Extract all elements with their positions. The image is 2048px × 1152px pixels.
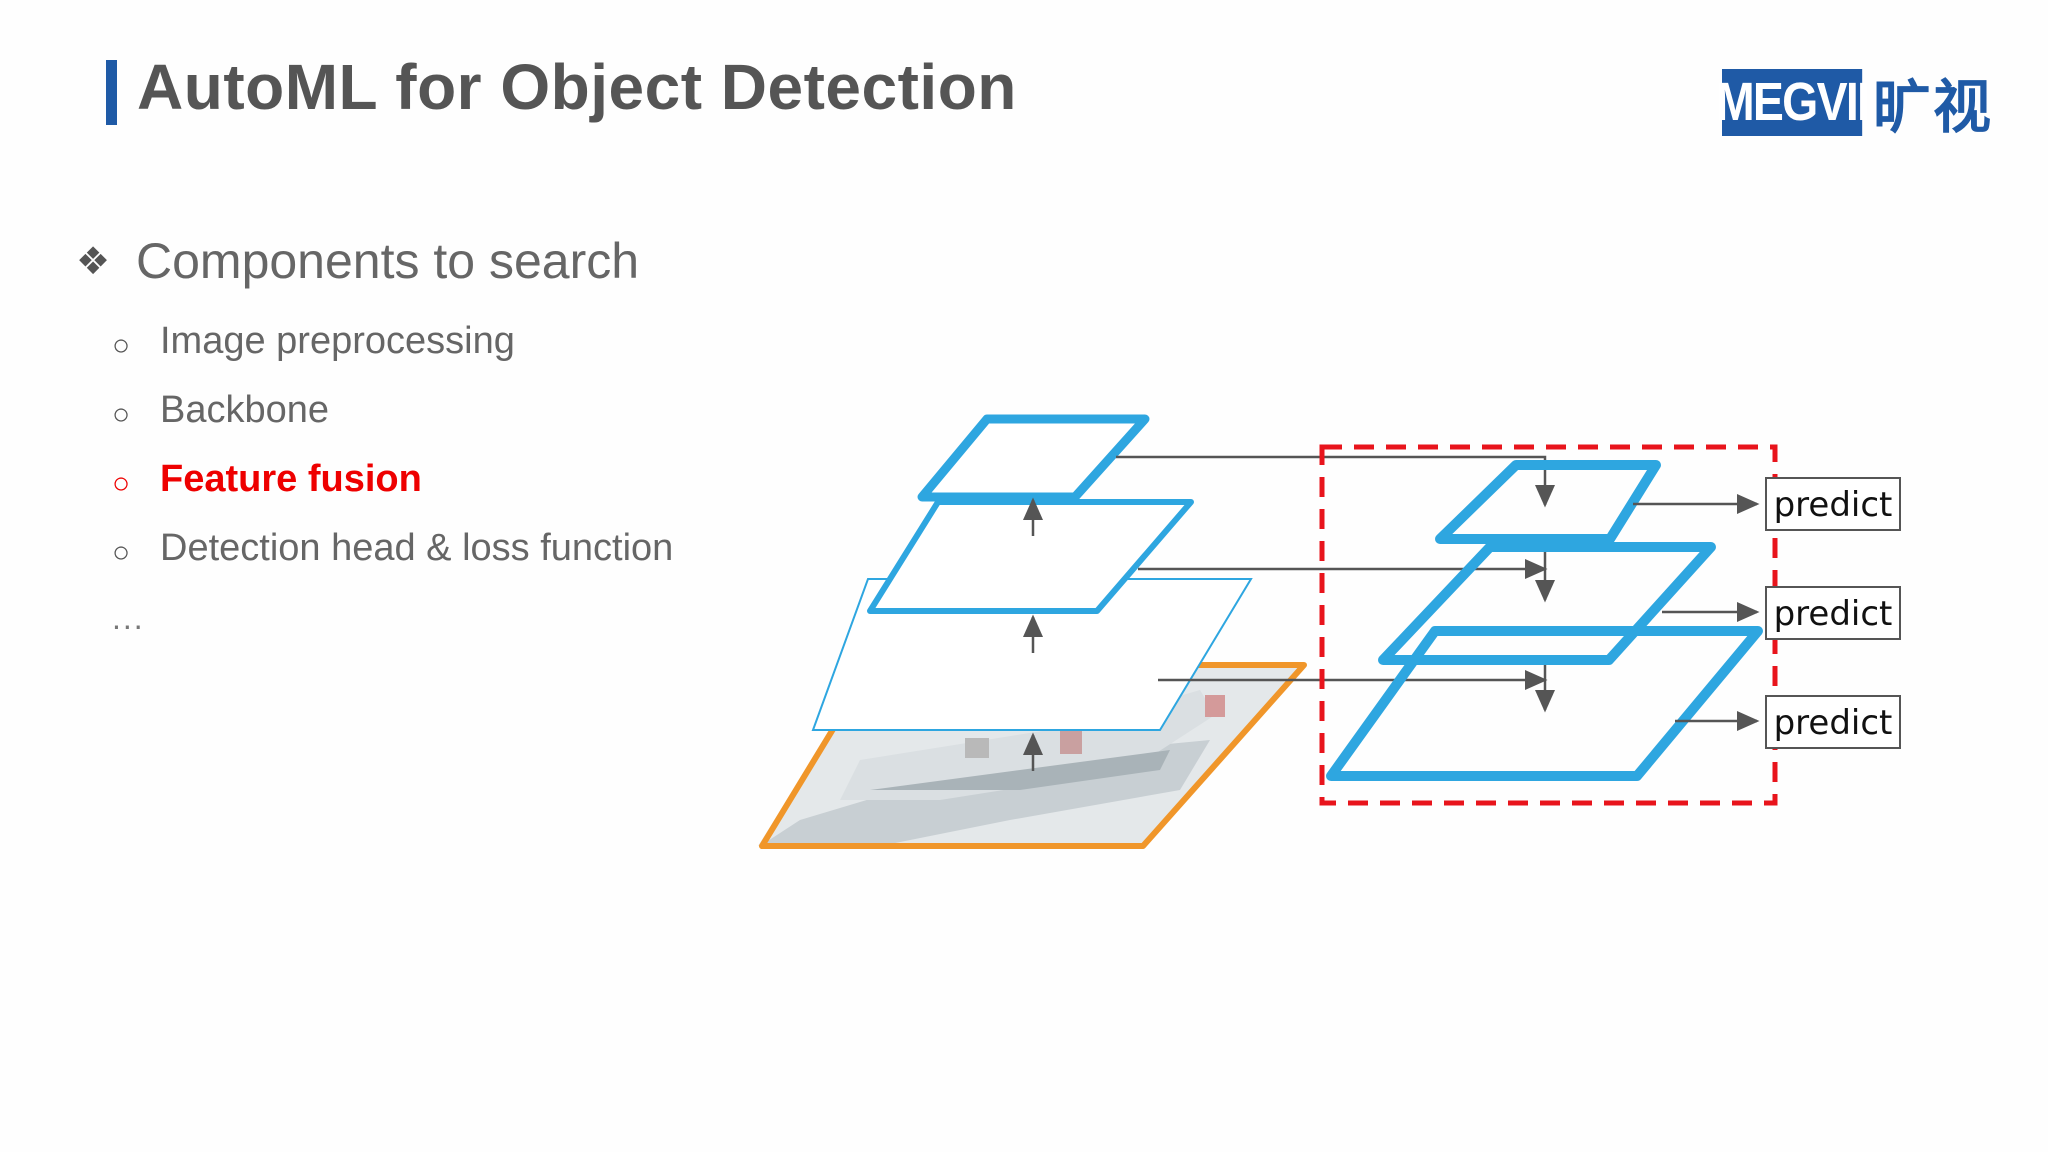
logo-text: MEGVII (1716, 68, 1870, 136)
predict-label: predict (1774, 703, 1893, 743)
logo-cn-text: 旷视 (1873, 73, 1994, 141)
backbone-level-2 (867, 499, 1194, 614)
lateral-arrow-top (1116, 455, 1555, 508)
section-label: Components to search (136, 233, 640, 289)
circle-bullet-icon: ○ (112, 535, 131, 569)
list-item-label: Image preprocessing (160, 320, 515, 362)
feature-fusion-search-box (1319, 444, 1778, 806)
output-level-3 (1435, 460, 1661, 544)
list-item-image-preprocessing: ○ Image preprocessing (112, 320, 515, 363)
predict-label: predict (1774, 485, 1893, 525)
predict-box-bottom: predict (1765, 695, 1901, 749)
circle-bullet-icon: ○ (112, 466, 131, 500)
circle-bullet-icon: ○ (112, 328, 131, 362)
list-item-feature-fusion: ○ Feature fusion (112, 458, 422, 501)
slide-title: AutoML for Object Detection (137, 51, 1017, 123)
backbone-level-3 (917, 414, 1150, 502)
list-ellipsis: ... (112, 600, 145, 636)
output-level-2 (1378, 542, 1716, 665)
circle-bullet-icon: ○ (112, 397, 131, 431)
list-item-backbone: ○ Backbone (112, 389, 329, 432)
section-heading: ❖ Components to search (76, 232, 639, 290)
megvii-logo: MEGVII 旷视 (1716, 60, 1994, 144)
diamond-bullet-icon: ❖ (76, 240, 111, 283)
predict-label: predict (1774, 594, 1893, 634)
list-item-label: Detection head & loss function (160, 527, 674, 569)
predict-box-top: predict (1765, 477, 1901, 531)
list-item-label: Backbone (160, 389, 330, 431)
list-item-detection-head: ○ Detection head & loss function (112, 527, 673, 570)
predict-box-mid: predict (1765, 586, 1901, 640)
list-item-label: Feature fusion (160, 458, 422, 500)
output-level-1 (1326, 626, 1763, 781)
title-accent-bar (106, 60, 117, 125)
